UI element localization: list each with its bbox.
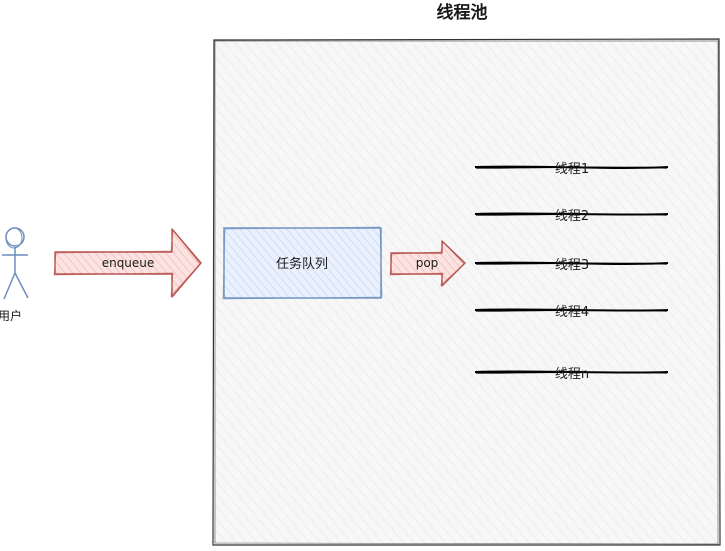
pop-arrow xyxy=(389,240,466,287)
thread-label: 线程2 xyxy=(555,209,589,224)
thread-label: 线程1 xyxy=(555,162,589,177)
task-queue-label: 任务队列 xyxy=(276,256,328,272)
user-actor xyxy=(2,227,29,300)
thread-label: 线程3 xyxy=(555,258,589,273)
task-queue-box xyxy=(222,226,383,300)
enqueue-label: enqueue xyxy=(102,256,155,270)
user-leg-right xyxy=(14,272,29,299)
user-leg-left xyxy=(3,272,16,300)
user-head xyxy=(5,227,25,249)
thread-label: 线程n xyxy=(555,367,589,382)
thread-1: 线程1 xyxy=(474,162,669,177)
user-label: 用户 xyxy=(0,308,22,323)
thread-4: 线程4 xyxy=(474,305,669,320)
thread-label: 线程4 xyxy=(555,305,589,320)
thread-pool-box xyxy=(212,38,721,546)
thread-2: 线程2 xyxy=(474,209,669,224)
thread-3: 线程3 xyxy=(474,258,669,273)
pool-title: 线程池 xyxy=(437,2,488,23)
enqueue-arrow xyxy=(53,228,202,298)
thread-n: 线程n xyxy=(474,367,669,382)
pop-label: pop xyxy=(416,256,439,270)
